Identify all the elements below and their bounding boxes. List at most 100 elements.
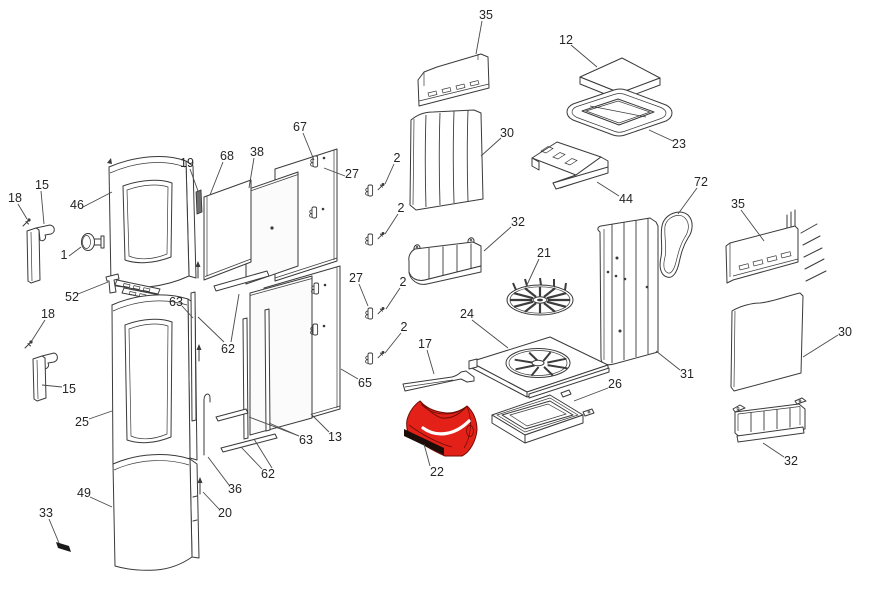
leader-line-62: [230, 293, 240, 343]
part-72-gasket: [659, 211, 693, 278]
part-30-panel-center: [409, 109, 484, 211]
part-label-30-7: 30: [838, 325, 852, 339]
part-label-15-37: 15: [62, 382, 76, 396]
part-19-strip: [195, 189, 203, 215]
part-label-2-25: 2: [401, 320, 408, 334]
part-35-baffle-top: [417, 53, 490, 107]
part-18-screw-upper: [22, 218, 31, 227]
part-label-27-23: 27: [349, 271, 363, 285]
part-36-hook-rod: [203, 393, 211, 456]
leader-line-36: [207, 456, 230, 486]
part-label-18-38: 18: [41, 307, 55, 321]
leader-line-20: [202, 491, 220, 510]
part-label-67-19: 67: [293, 120, 307, 134]
leader-line-31: [655, 350, 681, 371]
part-27-clip-loose-1: [365, 184, 374, 197]
part-label-12-1: 12: [559, 33, 573, 47]
part-label-24-12: 24: [460, 307, 474, 321]
part-label-36-32: 36: [228, 482, 242, 496]
leader-line-33: [48, 518, 60, 544]
part-31-panel-ribbed: [597, 217, 659, 366]
part-label-44-4: 44: [619, 192, 633, 206]
part-15-hinge-upper: [26, 224, 55, 284]
part-label-62-30: 62: [221, 342, 235, 356]
leader-line-15: [40, 190, 45, 225]
part-label-22-15: 22: [430, 465, 444, 479]
leader-line-30: [480, 137, 502, 157]
part-label-65-26: 65: [358, 376, 372, 390]
part-22-firebrick-highlighted: [404, 400, 478, 457]
part-15-hinge-lower: [32, 352, 58, 402]
part-label-33-35: 33: [39, 506, 53, 520]
part-20-pin-middle: [196, 344, 202, 362]
part-label-35-0: 35: [479, 8, 493, 22]
leader-line-32: [483, 226, 512, 252]
part-21-rotary-grate: [506, 277, 574, 316]
part-label-23-2: 23: [672, 137, 686, 151]
part-label-72-5: 72: [694, 175, 708, 189]
leader-line-15: [41, 384, 63, 388]
part-label-18-40: 18: [8, 191, 22, 205]
leader-line-30: [802, 334, 839, 358]
part-23-frame: [566, 88, 673, 137]
part-27-clip-loose-3: [365, 307, 374, 320]
part-46-door-upper: [107, 156, 197, 289]
leader-line-35: [740, 209, 765, 242]
leader-line-38: [248, 157, 255, 189]
leader-line-12: [570, 44, 598, 68]
part-label-38-18: 38: [250, 145, 264, 159]
leader-line-65: [340, 368, 359, 380]
part-label-2-22: 2: [398, 201, 405, 215]
part-label-49-34: 49: [77, 486, 91, 500]
part-33-clip: [56, 542, 71, 552]
part-label-13-27: 13: [328, 430, 342, 444]
leader-line-46: [82, 191, 113, 208]
part-35-baffle-right: [725, 209, 827, 284]
part-label-62-31: 62: [261, 467, 275, 481]
part-27-clip-on-panel-65b: [310, 323, 326, 336]
part-27-clip-loose-2: [365, 233, 374, 246]
leader-line-27: [358, 283, 369, 307]
part-2-screw-4: [377, 350, 385, 359]
part-label-32-10: 32: [511, 215, 525, 229]
part-label-31-8: 31: [680, 367, 694, 381]
part-32-grill-right: [732, 397, 807, 443]
leader-line-2: [384, 163, 395, 185]
part-27-clip-on-panel-65a: [311, 282, 327, 295]
part-label-25-36: 25: [75, 415, 89, 429]
part-label-63-29: 63: [169, 295, 183, 309]
part-38-inner-glass: [245, 171, 299, 285]
part-27-clip-on-panel-67a: [310, 155, 326, 168]
part-label-20-33: 20: [218, 506, 232, 520]
leader-line-17: [426, 349, 435, 375]
part-label-19-16: 19: [180, 156, 194, 170]
part-label-35-6: 35: [731, 197, 745, 211]
leader-line-62: [240, 446, 263, 470]
part-13-glass: [249, 275, 313, 436]
leader-line-25: [88, 410, 113, 420]
leader-line-2: [385, 287, 401, 310]
part-label-63-28: 63: [299, 433, 313, 447]
leader-line-32: [762, 442, 785, 458]
part-2-screw-1: [377, 182, 385, 191]
leader-line-27: [323, 167, 346, 177]
part-25-door-lower: [111, 294, 198, 470]
leader-line-1: [68, 246, 82, 257]
part-68-glass-frame: [203, 179, 252, 281]
part-label-2-21: 2: [394, 151, 401, 165]
leader-line-2: [384, 213, 399, 235]
part-label-17-14: 17: [418, 337, 432, 351]
part-label-15-39: 15: [35, 178, 49, 192]
leader-line-26: [573, 387, 609, 402]
part-20-pin-lower: [197, 477, 203, 495]
part-2-screw-2: [377, 231, 385, 240]
part-24-grate-plate: [468, 336, 610, 399]
leader-line-2: [384, 332, 402, 354]
part-label-46-41: 46: [70, 198, 84, 212]
part-label-30-3: 30: [500, 126, 514, 140]
leader-line-24: [471, 319, 509, 349]
leader-line-23: [648, 129, 674, 142]
part-44-bracket: [531, 141, 609, 190]
